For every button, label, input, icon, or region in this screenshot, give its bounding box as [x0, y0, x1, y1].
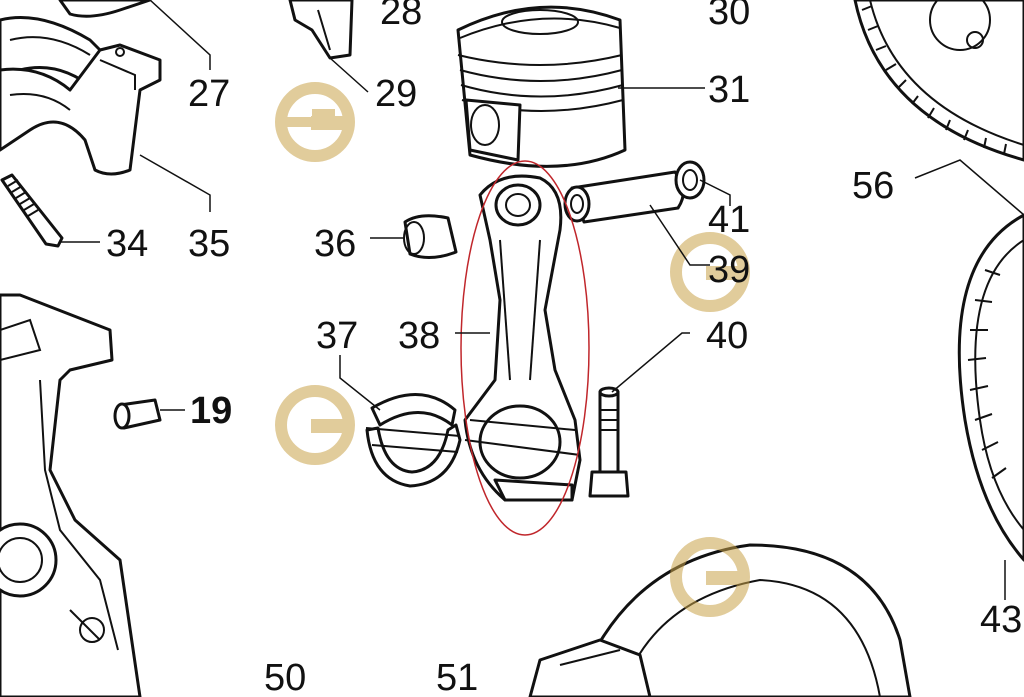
label-38: 38 [398, 315, 440, 357]
part-29-cap [288, 0, 354, 60]
part-40-rod-bolt[interactable] [588, 386, 630, 498]
label-50: 50 [264, 657, 306, 697]
g-logo-watermark [275, 385, 355, 465]
leader-56 [914, 159, 1024, 216]
part-56-flywheel [853, 0, 1024, 162]
leader-41 [699, 179, 731, 206]
leader-39 [649, 204, 710, 266]
label-31: 31 [708, 69, 750, 111]
g-logo-watermark [275, 82, 355, 162]
leader-lines [60, 0, 1024, 600]
part-41-circlip[interactable] [674, 160, 706, 200]
label-19: 19 [190, 390, 232, 432]
label-29: 29 [375, 73, 417, 115]
label-39: 39 [708, 249, 750, 291]
part-37-bearing-shells[interactable] [365, 393, 462, 488]
part-43-housing [957, 213, 1024, 562]
label-36: 36 [314, 223, 356, 265]
watermark-group [275, 82, 750, 617]
label-40: 40 [706, 315, 748, 357]
label-27: 27 [188, 73, 230, 115]
part-38-connecting-rod[interactable] [463, 174, 582, 502]
g-logo-watermark [670, 537, 750, 617]
label-35: 35 [188, 223, 230, 265]
label-56: 56 [852, 165, 894, 207]
highlight-ring-part-38 [460, 160, 590, 536]
label-30: 30 [708, 0, 750, 33]
leader-27 [149, 0, 211, 70]
leader-29 [329, 57, 369, 93]
g-logo-watermark [670, 232, 750, 312]
engine-block-fragment [0, 293, 142, 697]
label-43: 43 [980, 599, 1022, 641]
label-37: 37 [316, 315, 358, 357]
part-31-piston[interactable] [456, 5, 627, 168]
part-36-bush[interactable] [403, 214, 458, 259]
leader-35 [139, 154, 211, 212]
part-labels: 28 30 27 29 31 56 41 34 35 36 39 37 38 4… [106, 0, 1022, 697]
part-34-stud [0, 173, 64, 248]
part-35-bearing-cap [0, 43, 162, 176]
leader-37 [339, 355, 381, 411]
crankshaft-pulley [528, 543, 912, 697]
label-51: 51 [436, 657, 478, 697]
part-39-piston-pin[interactable] [563, 170, 685, 224]
label-28: 28 [380, 0, 422, 33]
part-19-dowel[interactable] [113, 398, 162, 430]
label-34: 34 [106, 223, 148, 265]
leader-40 [611, 332, 690, 393]
label-41: 41 [708, 199, 750, 241]
